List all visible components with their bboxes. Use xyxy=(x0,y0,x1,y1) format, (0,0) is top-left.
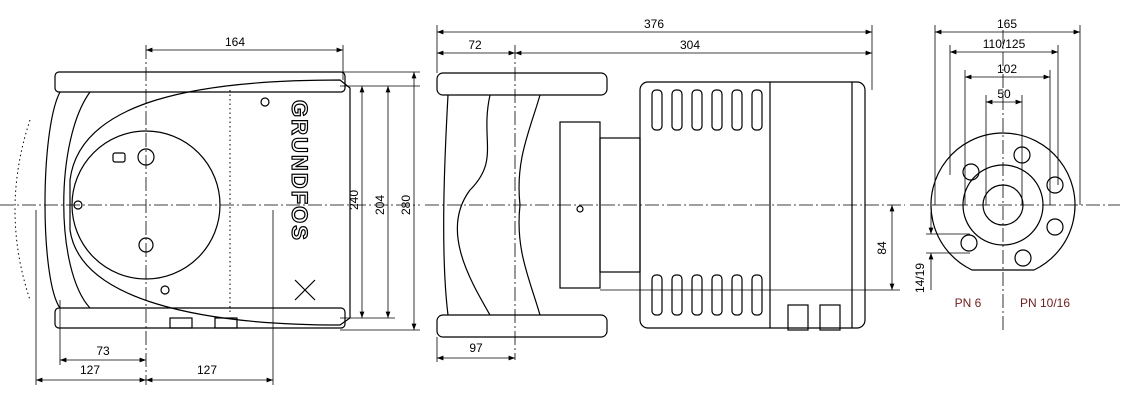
dim-280: 280 xyxy=(399,195,413,215)
dim-73: 73 xyxy=(96,344,110,358)
pump-body-right xyxy=(518,94,541,316)
front-dimensions: 164 240 204 280 73 127 127 xyxy=(35,35,420,385)
pump-housing-left xyxy=(44,91,61,309)
bottom-flange xyxy=(54,307,346,329)
cooling-fins xyxy=(651,89,763,316)
fin xyxy=(731,89,743,131)
front-view: GRUNDFOS xyxy=(0,45,420,385)
fin xyxy=(711,274,723,316)
side-dimensions: 376 72 304 97 84 xyxy=(436,17,900,362)
bolt-hole xyxy=(1014,249,1032,267)
side-view xyxy=(425,45,905,360)
dim-102: 102 xyxy=(997,62,1017,76)
hidden-outline xyxy=(14,119,31,301)
bolt-hole xyxy=(960,234,978,252)
fin xyxy=(751,274,763,316)
top-flange xyxy=(54,71,346,93)
top-flange xyxy=(436,72,608,96)
dim-127-right: 127 xyxy=(197,363,217,377)
grundfos-x-logo xyxy=(294,279,316,301)
screw-icon xyxy=(260,97,270,107)
indicator-icon xyxy=(112,152,126,163)
flange-bore xyxy=(982,184,1024,226)
dim-50: 50 xyxy=(997,87,1011,101)
power-button-icon xyxy=(137,148,155,166)
fin xyxy=(691,274,703,316)
cable-gland xyxy=(214,317,238,329)
screw-icon xyxy=(576,205,584,213)
fin xyxy=(691,89,703,131)
pn-10-16-label: PN 10/16 xyxy=(1020,296,1070,310)
screw-icon xyxy=(160,285,170,295)
mode-button-icon xyxy=(138,237,154,253)
dim-164: 164 xyxy=(225,35,245,49)
grundfos-logo: GRUNDFOS xyxy=(287,100,312,242)
flange-outline xyxy=(930,132,1076,271)
pump-body-left xyxy=(456,94,491,316)
dim-376: 376 xyxy=(644,17,664,31)
dim-97: 97 xyxy=(469,341,483,355)
cable-gland xyxy=(787,304,809,331)
flange-dimensions: 165 110/125 102 50 14/19 PN 6 PN 10/16 xyxy=(913,17,1081,310)
cable-gland xyxy=(169,317,193,329)
motor-housing xyxy=(639,81,866,329)
fin xyxy=(671,274,683,316)
dim-240: 240 xyxy=(347,190,361,210)
fin xyxy=(751,89,763,131)
flange-view xyxy=(910,30,1120,330)
fin xyxy=(651,274,663,316)
dim-84: 84 xyxy=(875,241,889,255)
flange-hub xyxy=(962,164,1044,246)
fin xyxy=(711,89,723,131)
dim-72: 72 xyxy=(468,38,482,52)
bolt-hole xyxy=(962,163,980,181)
screw-icon xyxy=(73,200,83,210)
bottom-flange xyxy=(436,314,608,338)
dim-127-left: 127 xyxy=(80,363,100,377)
bolt-hole xyxy=(1046,218,1064,236)
pn-6-label: PN 6 xyxy=(955,296,982,310)
dim-14-19: 14/19 xyxy=(913,263,927,293)
fin xyxy=(651,89,663,131)
fin xyxy=(671,89,683,131)
pump-housing-inner xyxy=(63,91,91,309)
bolt-hole xyxy=(1046,176,1064,194)
fin xyxy=(731,274,743,316)
control-panel-circle xyxy=(71,130,221,280)
dim-110-125: 110/125 xyxy=(983,37,1026,51)
dim-304: 304 xyxy=(680,38,700,52)
pump-body-outer xyxy=(443,94,449,316)
dim-165: 165 xyxy=(997,17,1017,31)
dim-204: 204 xyxy=(373,195,387,215)
cable-gland xyxy=(819,304,841,331)
